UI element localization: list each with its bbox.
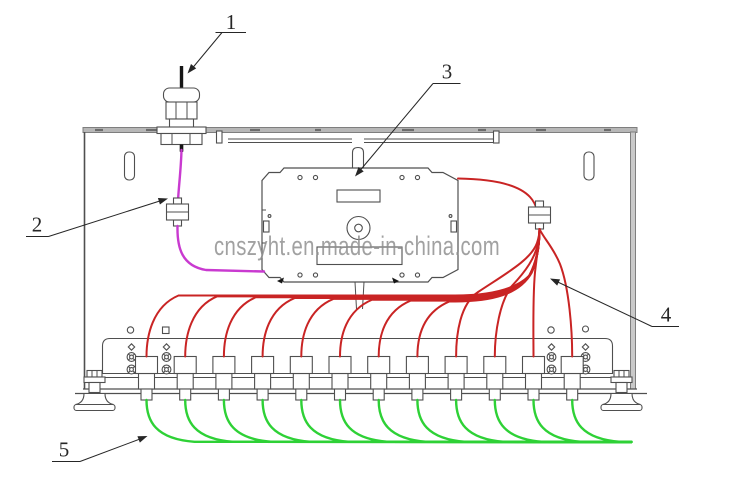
callout-5-label: 5 — [59, 438, 70, 462]
leveling-feet — [73, 369, 643, 412]
cable-gland — [156, 66, 207, 152]
callout-3-label: 3 — [442, 60, 453, 84]
callout-1-label: 1 — [226, 10, 237, 34]
callout-3: 3 — [355, 60, 461, 177]
callout-annotations: 1 2 3 4 5 — [26, 10, 679, 462]
callout-2: 2 — [26, 198, 168, 237]
pigtail-cables — [145, 177, 574, 358]
enclosure-frame — [75, 127, 647, 395]
callout-5: 5 — [52, 436, 148, 462]
callout-2-label: 2 — [32, 213, 43, 237]
callout-4-label: 4 — [661, 303, 672, 327]
callout-4: 4 — [550, 278, 679, 327]
adapter-panel — [134, 355, 584, 401]
watermark-text: cnszyht.en.made-in-china.com — [214, 231, 500, 261]
input-fiber-cable — [165, 148, 266, 273]
callout-1: 1 — [187, 10, 246, 74]
splice-tray — [261, 146, 459, 310]
output-patch-cords — [145, 398, 633, 444]
